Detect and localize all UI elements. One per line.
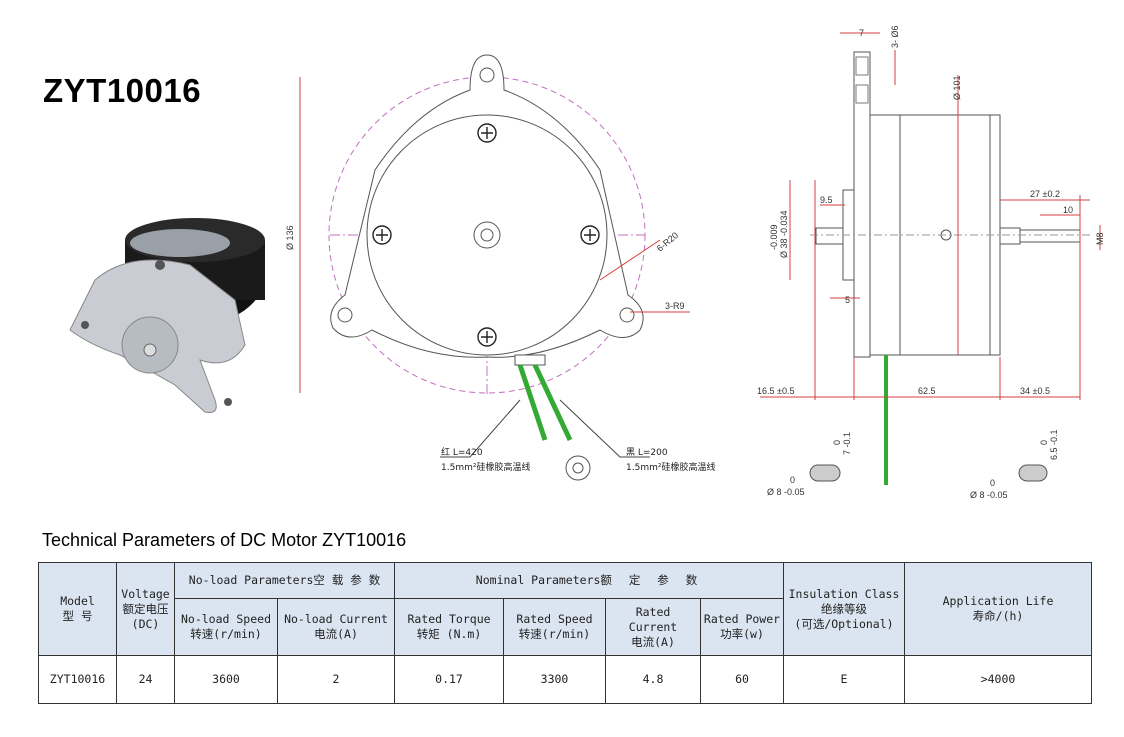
table-row: ZYT10016 24 3600 2 0.17 3300 4.8 60 E >4… <box>38 655 1092 704</box>
cell-text: Application Life <box>942 594 1054 608</box>
dimension-label: Ø 101 <box>952 75 962 100</box>
dimension-label: 0 <box>832 440 842 445</box>
dimension-label: -0.009 <box>769 224 779 250</box>
cell-text: 转速(r/min) <box>190 627 262 641</box>
dimension-label: Ø 8 -0.05 <box>767 487 805 497</box>
cell-voltage: 24 <box>116 655 175 704</box>
red-wire-label: 红 L=420 <box>441 446 483 458</box>
cell-text: Rated Power <box>703 612 781 626</box>
cell-text: 型 号 <box>62 609 93 623</box>
cell-text: Rated Torque <box>407 612 491 626</box>
black-wire-label: 黑 L=200 <box>626 447 668 458</box>
cell-text: Rated Speed <box>516 612 593 626</box>
cell-text: Current <box>628 619 678 634</box>
cell-model: ZYT10016 <box>38 655 117 704</box>
dimension-label: 10 <box>1063 205 1073 215</box>
dimension-label: 62.5 <box>918 386 936 396</box>
cell-text: Model <box>60 594 95 608</box>
cell-text: 功率(w) <box>720 627 764 641</box>
cell-noload-speed: 3600 <box>174 655 278 704</box>
dim-radius-r20: 6-R20 <box>655 230 680 253</box>
cell-rated-current: 4.8 <box>605 655 701 704</box>
motor-photo <box>69 218 265 413</box>
product-title: ZYT10016 <box>43 72 202 109</box>
front-view-drawing <box>299 54 690 481</box>
cell-rated-speed: 3300 <box>503 655 606 704</box>
cell-text: Insulation Class <box>788 586 900 601</box>
red-wire-spec: 1.5mm²硅橡胶高温线 <box>441 461 530 473</box>
cell-text: (可选/Optional) <box>794 616 894 631</box>
cell-text: (DC) <box>131 616 160 631</box>
dimension-label: 9.5 <box>820 195 833 205</box>
dimension-label: 0 <box>790 475 795 485</box>
dimension-label: 16.5 ±0.5 <box>757 386 794 396</box>
side-view-dimensions: 7 3- Ø6 Ø 101 9.5 -0.009 Ø 38 -0.034 5 2… <box>757 25 1105 500</box>
side-view-drawing <box>760 32 1101 485</box>
dimension-label: 0 <box>1039 440 1049 445</box>
dimension-label: 5 <box>845 295 850 305</box>
cell-text: 绝缘等级 <box>821 601 867 616</box>
dimension-label: M8 <box>1095 232 1105 245</box>
dim-radius-r9: 3-R9 <box>665 301 685 311</box>
dimension-label: Ø 38 -0.034 <box>779 210 789 258</box>
header-nominal-group: Nominal Parameters额 定 参 数 <box>394 562 784 599</box>
cell-text: Voltage <box>121 586 170 601</box>
cell-text: 转速(r/min) <box>518 627 591 641</box>
cell-text: No-load Current <box>284 612 388 626</box>
dimension-label: 3- Ø6 <box>890 25 900 48</box>
cell-noload-current: 2 <box>277 655 395 704</box>
dimension-label: 6.5 -0.1 <box>1049 429 1059 460</box>
dim-outer-diameter: Ø 136 <box>285 225 295 250</box>
dimension-label: 34 ±0.5 <box>1020 386 1050 396</box>
black-wire-spec: 1.5mm²硅橡胶高温线 <box>626 461 715 473</box>
cell-insulation: E <box>783 655 905 704</box>
cell-life: >4000 <box>904 655 1092 704</box>
cell-rated-torque: 0.17 <box>394 655 504 704</box>
cell-text: 转矩 (N.m) <box>416 627 482 641</box>
cell-text: Nominal Parameters <box>475 573 601 587</box>
dimension-label: 27 ±0.2 <box>1030 189 1060 199</box>
cell-text: 电流(A) <box>314 627 358 641</box>
cell-rated-power: 60 <box>700 655 784 704</box>
header-noload-group: No-load Parameters空 载 参 数 <box>174 562 395 599</box>
table-title: Technical Parameters of DC Motor ZYT1001… <box>42 530 407 550</box>
cell-text: No-load Speed <box>180 612 271 626</box>
cell-text: 寿命/(h) <box>972 609 1024 623</box>
cell-text: 额定电压 <box>122 601 169 616</box>
dimension-label: Ø 8 -0.05 <box>970 490 1008 500</box>
dimension-label: 7 -0.1 <box>842 432 852 455</box>
cell-text: Rated <box>635 604 671 619</box>
cell-text: 电流(A) <box>631 634 675 649</box>
dimension-label: 0 <box>990 478 995 488</box>
dimension-label: 7 <box>859 28 864 38</box>
cell-text: 额 定 参 数 <box>600 573 703 587</box>
